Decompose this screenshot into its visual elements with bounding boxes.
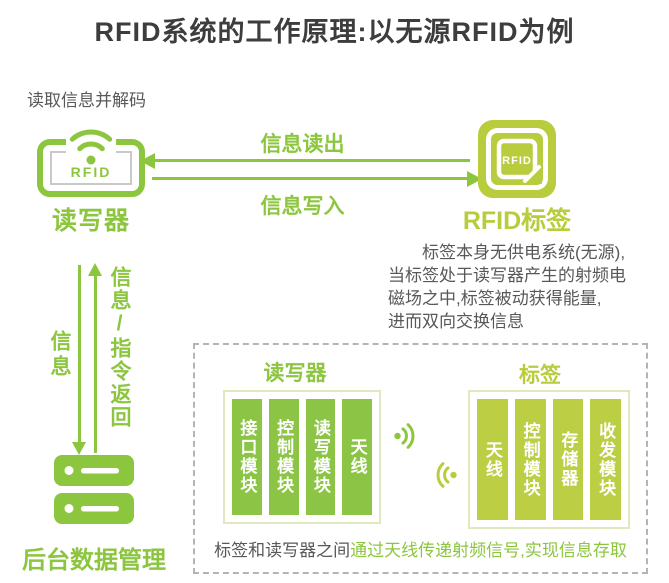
note-line: 磁场之中,标签被动获得能量, [388,289,602,308]
rfid-tag-icon: RFID [478,120,556,198]
tag-icon-text: RFID [502,155,532,167]
signal-left-icon [436,462,457,488]
note-line: 当标签处于读写器产生的射频电 [388,266,626,285]
arrow-return-up [89,263,101,453]
arrow-label-read: 信息读出 [260,133,345,156]
server-label: 后台数据管理 [22,547,166,574]
server-icon [54,455,134,524]
reader-label: 读写器 [51,207,130,235]
tag-module-bar: 天线 [477,399,508,520]
page-title: RFID系统的工作原理:以无源RFID为例 [94,17,575,47]
panel-caption: 标签和读写器之间通过天线传递射频信号,实现信息存取 [195,536,646,561]
arrow-info-read [140,152,470,169]
arrow-label-write: 信息写入 [260,195,345,218]
note-line: 标签本身无供电系统(无源), [422,243,626,262]
note-line: 进而双向交换信息 [388,312,524,331]
return-label-vertical: 信息/指令返回 [108,266,131,429]
rfid-reader-icon: RFID [37,129,145,197]
reader-icon-text: RFID [71,164,112,180]
signal-right-icon [394,423,415,449]
tag-modules-box: 天线 控制模块 存储器 收发模块 [468,390,630,529]
caption-green-part: 通过天线传递射频信号,实现信息存取 [350,541,627,560]
tag-module-bar: 控制模块 [514,399,546,520]
tag-module-bar: 存储器 [552,399,584,520]
reader-module-bar: 接口模块 [232,399,262,515]
passive-note: 标签本身无供电系统(无源), 当标签处于读写器产生的射频电 磁场之中,标签被动获… [388,241,668,333]
reader-module-bar: 天线 [342,399,372,515]
reader-module-bar: 读写模块 [305,399,336,515]
wifi-icon [69,129,113,165]
caption-gray-part: 标签和读写器之间 [214,541,351,560]
reader-modules-box: 接口模块 控制模块 读写模块 天线 [223,390,381,524]
reader-caption: 读取信息并解码 [27,91,146,110]
info-label-vertical: 信息 [48,330,71,380]
reader-module-bar: 控制模块 [268,399,299,515]
panel-reader-title: 读写器 [263,362,327,385]
arrow-info-down [73,265,85,455]
tag-module-bar: 收发模块 [590,399,621,520]
rfid-tag-label: RFID标签 [462,207,572,235]
panel-tag-title: 标签 [519,364,561,387]
detail-panel: 读写器 标签 接口模块 控制模块 读写模块 天线 天线 控制模块 存储器 收发模… [193,343,648,574]
arrow-info-write [152,170,482,187]
